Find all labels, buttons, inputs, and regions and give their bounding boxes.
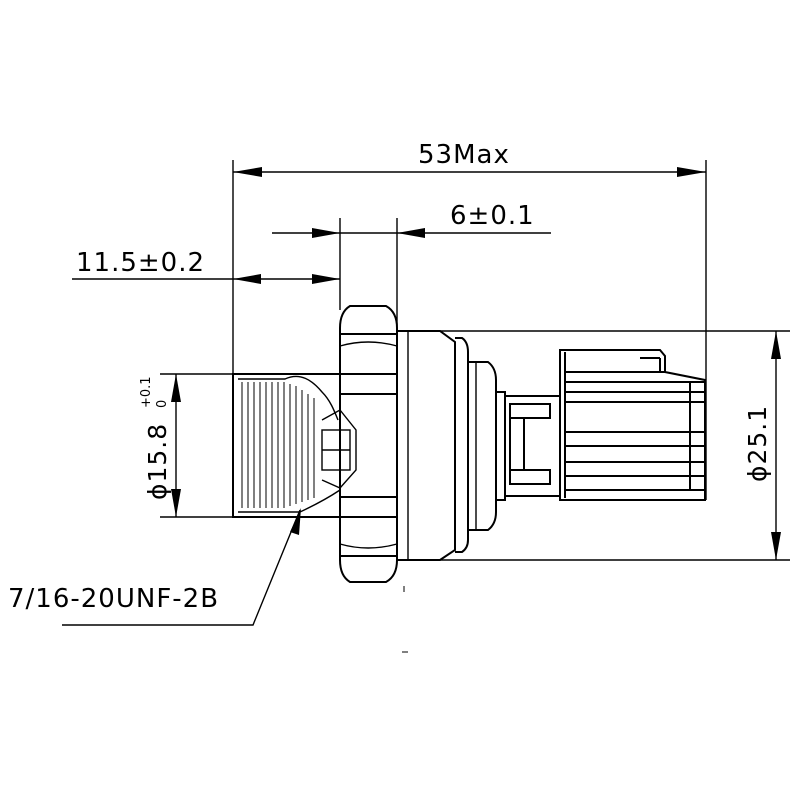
thread-length-dimension: 11.5±0.2	[72, 248, 340, 284]
thread-length-label: 11.5±0.2	[76, 248, 205, 278]
electrical-connector	[559, 349, 706, 501]
thread-diameter-tol-lower: 0	[155, 400, 170, 408]
thread-spec-callout: 7/16-20UNF-2B	[8, 508, 301, 626]
body-diameter-label: ϕ25.1	[743, 405, 772, 482]
overall-length-label: 53Max	[418, 140, 510, 170]
sensor-housing	[396, 330, 560, 561]
hex-nut	[339, 305, 408, 653]
overall-length-dimension: 53Max	[232, 140, 707, 500]
thread-diameter-tol-upper: +0.1	[139, 376, 154, 408]
body-diameter-dimension: ϕ25.1	[398, 330, 790, 561]
thread-diameter-label: ϕ15.8	[143, 423, 172, 500]
hex-width-dimension: 6±0.1	[272, 201, 551, 330]
hex-width-label: 6±0.1	[450, 201, 535, 231]
thread-diameter-dimension: ϕ15.8 +0.1 0	[139, 373, 345, 518]
threaded-stem	[232, 373, 357, 518]
thread-spec-label: 7/16-20UNF-2B	[8, 584, 219, 614]
